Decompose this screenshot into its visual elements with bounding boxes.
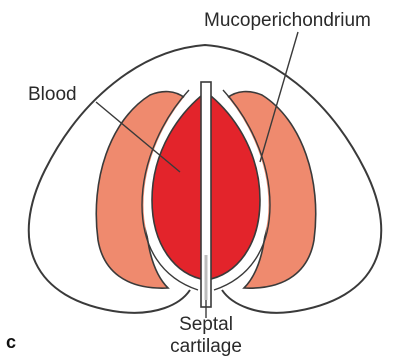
cartilage-label: cartilage (170, 336, 242, 357)
nose-outline-left-closure (120, 290, 190, 313)
septal-label: Septal (179, 314, 233, 335)
panel-letter: c (6, 332, 16, 352)
mucoperichondrium-label: Mucoperichondrium (204, 10, 371, 31)
blood-label: Blood (28, 84, 77, 105)
